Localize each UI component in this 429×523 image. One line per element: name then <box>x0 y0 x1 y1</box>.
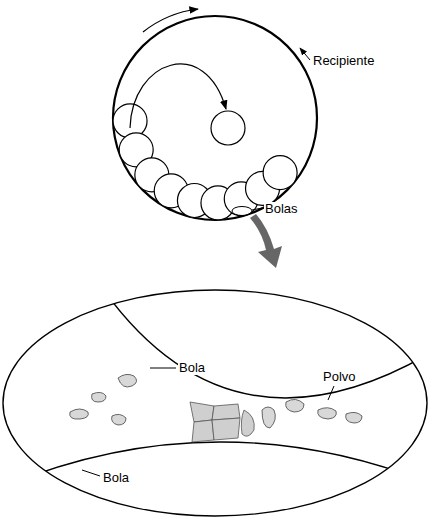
zoom-ellipse <box>3 290 427 516</box>
compacted-powder <box>190 402 254 442</box>
powder-label: Polvo <box>322 370 357 384</box>
leader-lines <box>82 48 334 476</box>
powder-particles <box>70 374 362 428</box>
ball <box>263 156 297 190</box>
flying-ball <box>211 111 245 145</box>
rotation-arrow <box>143 9 198 32</box>
ball-label: Bola <box>178 361 206 375</box>
trajectory-arrow <box>130 64 226 128</box>
container-label: Recipiente <box>312 54 375 68</box>
zoom-spot <box>232 207 252 216</box>
upper-ball-surface <box>100 285 429 398</box>
zoom-arrow <box>250 214 282 268</box>
container-circle <box>113 16 317 220</box>
ball-label: Bola <box>102 471 130 485</box>
lower-ball-surface <box>0 442 429 488</box>
balls-label: Bolas <box>264 202 299 216</box>
